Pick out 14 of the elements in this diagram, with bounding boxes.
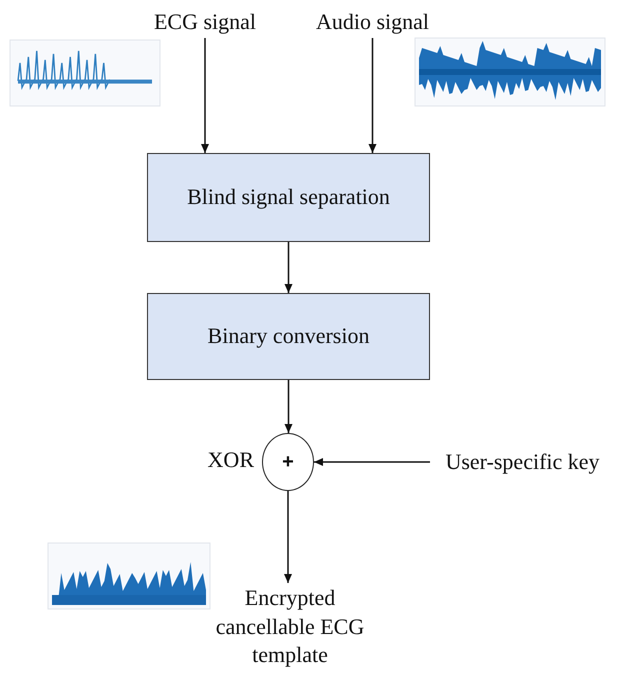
node-text: Encrypted cancellable ECG template <box>200 583 380 671</box>
process-box: Blind signal separation <box>147 153 430 242</box>
xor-circle: + <box>262 433 314 491</box>
node-text: Audio signal <box>295 6 450 38</box>
node-text: User-specific key <box>430 446 615 478</box>
arrow <box>284 491 292 583</box>
arrow <box>368 38 376 153</box>
node-text: ECG signal <box>150 6 260 38</box>
process-box: Binary conversion <box>147 293 430 380</box>
arrow <box>284 380 292 433</box>
arrow <box>201 38 209 153</box>
arrow <box>284 242 292 293</box>
node-caption: XOR <box>208 447 254 473</box>
arrow <box>314 458 430 466</box>
